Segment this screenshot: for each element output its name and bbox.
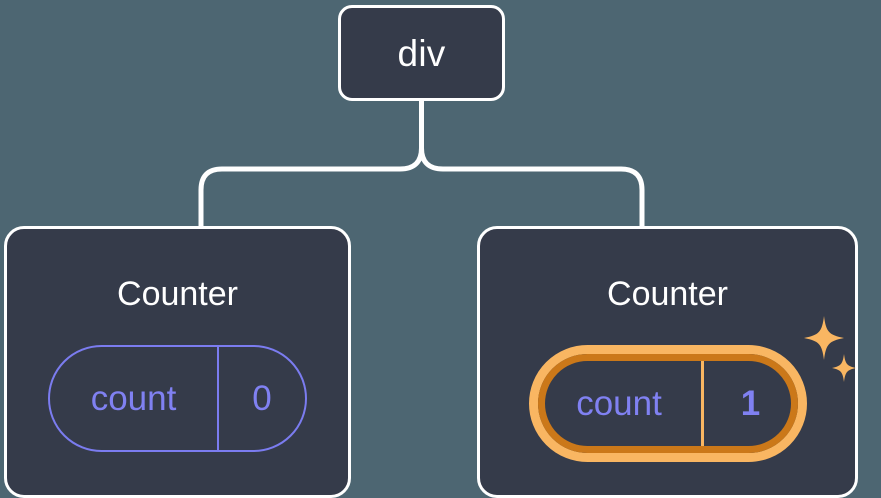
state-pill-divider-right [700, 354, 704, 453]
node-counter-right-title: Counter [607, 275, 728, 313]
state-pill-wrap-right: count 1 [480, 345, 855, 462]
node-counter-left-title: Counter [117, 275, 238, 313]
connector-to-left-counter [198, 145, 424, 231]
state-pill-key-left: count [90, 379, 177, 418]
connector-to-right-counter [419, 145, 645, 231]
node-div-label: div [397, 32, 446, 74]
state-pill-value-right: 1 [740, 384, 761, 423]
state-pill-key-right: count [576, 384, 662, 423]
state-pill-divider-left [217, 347, 219, 450]
state-pill-wrap-left: count 0 [7, 345, 348, 452]
node-div[interactable]: div [338, 5, 505, 101]
node-counter-left[interactable]: Counter count 0 [4, 226, 351, 498]
state-pill-value-left: 0 [252, 379, 272, 418]
state-pill-count-left[interactable]: count 0 [48, 345, 307, 452]
state-pill-count-right[interactable]: count 1 [528, 345, 807, 462]
node-counter-right[interactable]: Counter count 1 [477, 226, 858, 498]
